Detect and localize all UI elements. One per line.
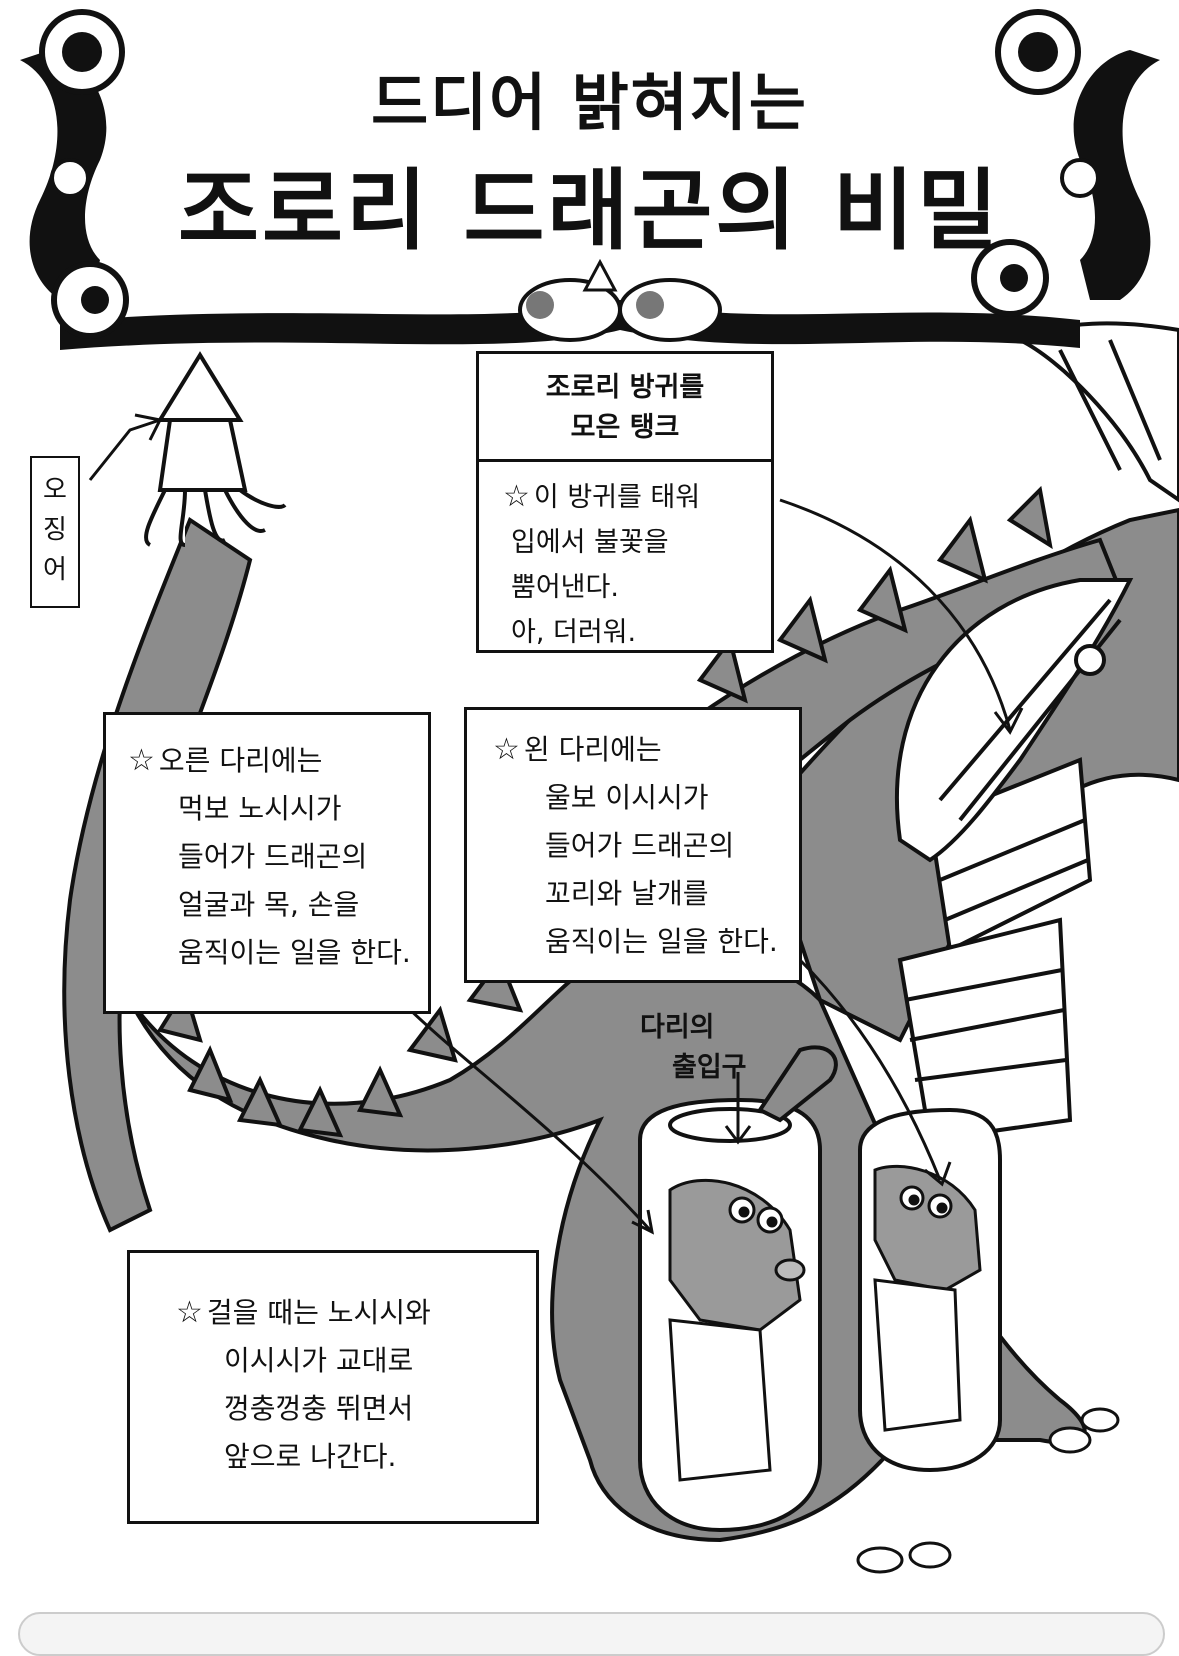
leg-entrance-line: 출입구 xyxy=(672,1052,747,1083)
walking-line: 앞으로 나간다. xyxy=(224,1440,397,1473)
left-leg-line: 들어가 드래곤의 xyxy=(545,829,735,862)
squid-label: 오 징 어 xyxy=(30,456,80,608)
fart-tank-box: 조로리 방귀를 모은 탱크 ☆이 방귀를 태워 입에서 불꽃을 뿜어낸다. 아,… xyxy=(476,351,774,653)
fart-tank-body-line: 뿜어낸다. xyxy=(511,572,619,603)
dragon-spikes xyxy=(156,485,1053,1138)
title-line-1: 드디어 밝혀지는 xyxy=(371,66,808,139)
squid-label-char: 어 xyxy=(43,555,67,585)
leg-entrance-line: 다리의 xyxy=(640,1012,715,1043)
star-icon: ☆ xyxy=(176,1295,203,1330)
dragon-wing xyxy=(1015,321,1179,503)
right-leg-line: 들어가 드래곤의 xyxy=(178,840,368,873)
left-leg-line: 왼 다리에는 xyxy=(523,733,662,766)
fart-tank-heading: 조로리 방귀를 모은 탱크 xyxy=(479,354,771,462)
right-leg-line: 얼굴과 목, 손을 xyxy=(178,888,360,921)
squid-label-char: 징 xyxy=(43,515,67,545)
bottom-bar xyxy=(18,1612,1165,1656)
left-leg-line: 움직이는 일을 한다. xyxy=(545,925,778,958)
squid-label-char: 오 xyxy=(43,475,67,505)
fart-tank-body: ☆이 방귀를 태워 입에서 불꽃을 뿜어낸다. 아, 더러워. xyxy=(479,462,771,655)
fart-tank-heading-line: 모은 탱크 xyxy=(570,412,680,443)
noshishi-boar-character xyxy=(668,1178,806,1482)
star-icon: ☆ xyxy=(493,732,520,767)
walking-line: 걸을 때는 노시시와 xyxy=(206,1296,431,1329)
star-icon: ☆ xyxy=(128,743,155,778)
arrow-icon xyxy=(398,498,1024,1235)
left-leg-box: ☆왼 다리에는 울보 이시시가 들어가 드래곤의 꼬리와 날개를 움직이는 일을… xyxy=(464,707,802,983)
dragon-ornament-icon xyxy=(20,9,1160,350)
star-icon: ☆ xyxy=(503,479,530,514)
walking-box: ☆걸을 때는 노시시와 이시시가 교대로 껑충껑충 뛰면서 앞으로 나간다. xyxy=(127,1250,539,1524)
dragon-claws xyxy=(856,1407,1120,1574)
fart-tank-heading-line: 조로리 방귀를 xyxy=(545,372,705,403)
leg-entrance-label: 다리의 출입구 xyxy=(612,1008,747,1088)
walking-line: 껑충껑충 뛰면서 xyxy=(224,1392,414,1425)
walking-line: 이시시가 교대로 xyxy=(224,1344,414,1377)
fart-tank-body-line: 이 방귀를 태워 xyxy=(533,482,701,513)
right-leg-line: 오른 다리에는 xyxy=(158,744,323,777)
fart-tank-body-line: 입에서 불꽃을 xyxy=(511,527,669,558)
fart-tank xyxy=(894,578,1134,863)
squid-arrow xyxy=(88,413,163,481)
ishishi-boar-character xyxy=(873,1164,982,1432)
left-leg-line: 울보 이시시가 xyxy=(545,781,709,814)
squid-head xyxy=(144,351,287,547)
right-leg-line: 움직이는 일을 한다. xyxy=(178,936,411,969)
title-line-2: 조로리 드래곤의 비밀 xyxy=(178,159,1001,262)
right-leg-box: ☆오른 다리에는 먹보 노시시가 들어가 드래곤의 얼굴과 목, 손을 움직이는… xyxy=(103,712,431,1014)
right-leg-line: 먹보 노시시가 xyxy=(178,792,342,825)
fart-tank-body-line: 아, 더러워. xyxy=(511,617,637,648)
left-leg-line: 꼬리와 날개를 xyxy=(545,877,709,910)
